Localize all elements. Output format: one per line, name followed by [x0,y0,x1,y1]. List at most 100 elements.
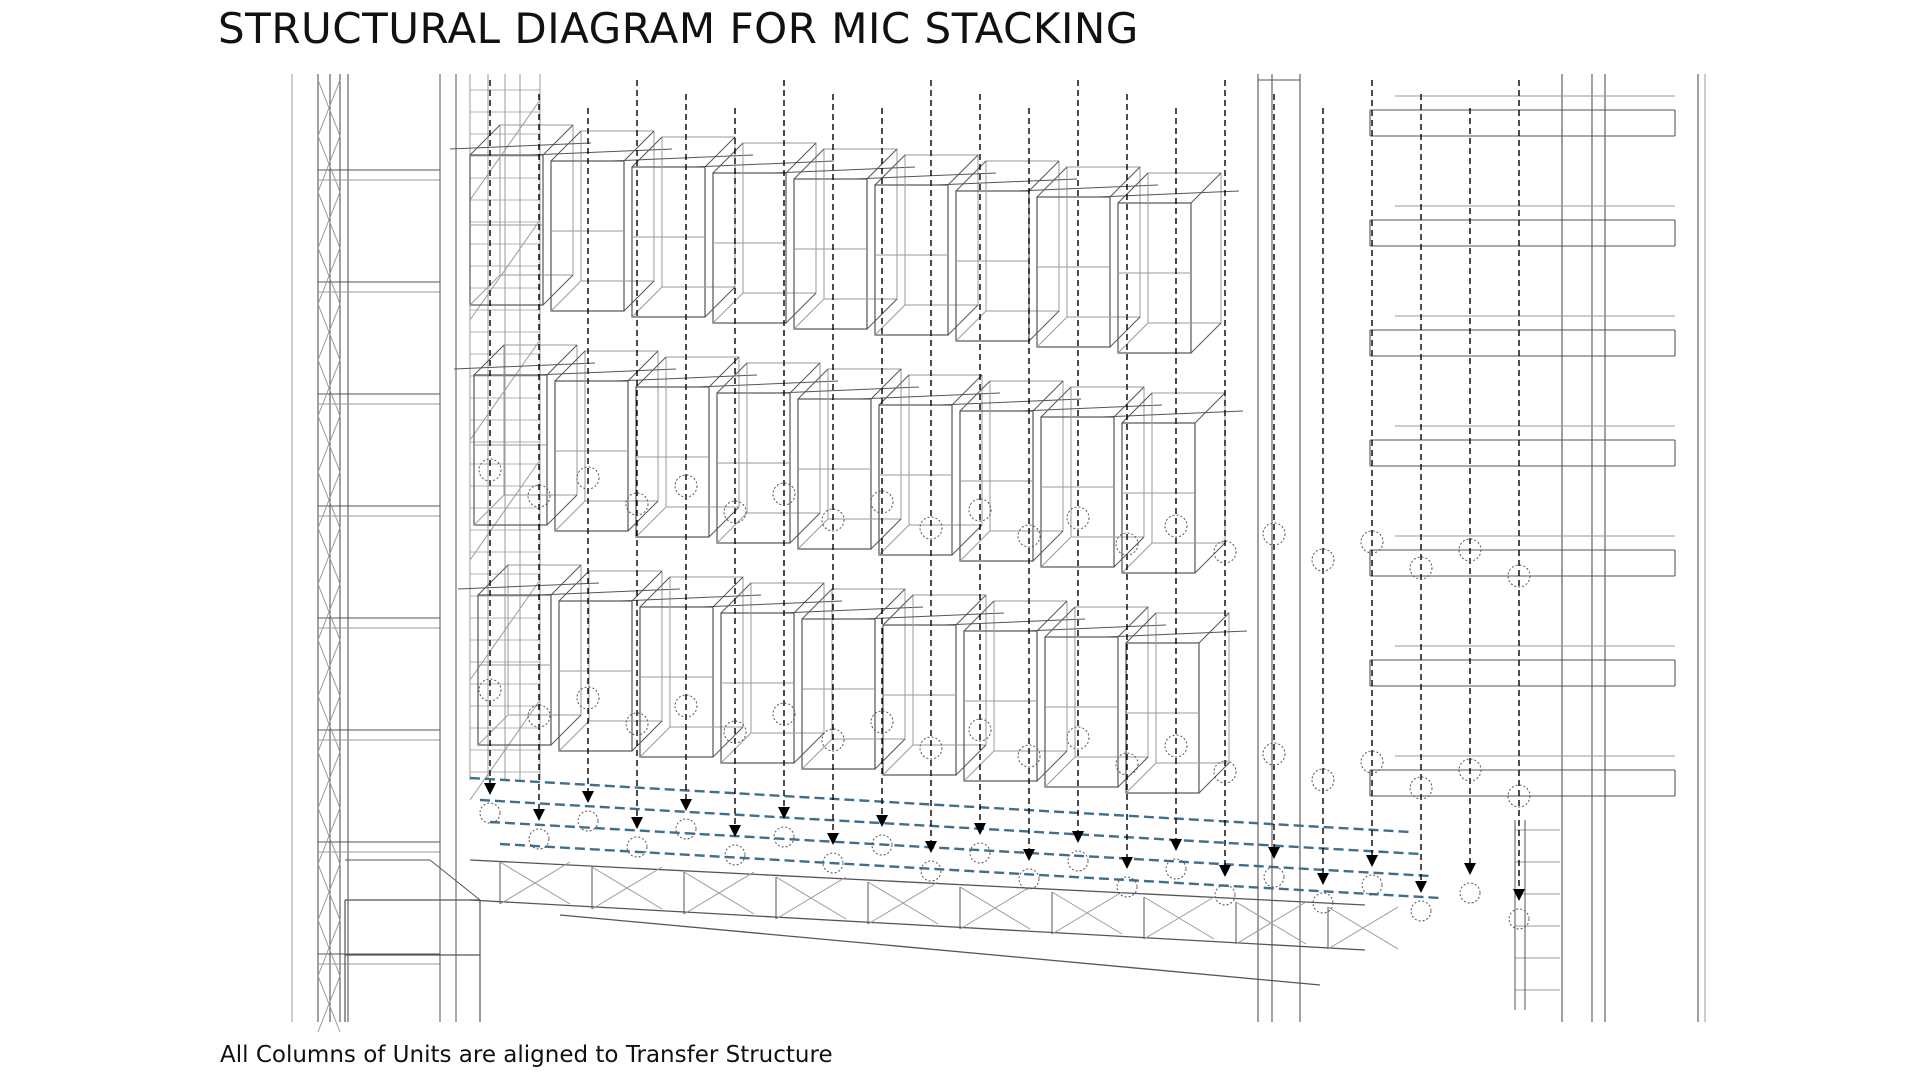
load-arrowhead [974,823,986,835]
truss-diagonal [867,881,939,925]
load-arrowhead [1513,889,1525,901]
column-joint [1213,540,1237,564]
mic-module [777,368,920,550]
truss-panel [867,881,939,925]
tower-brace [317,751,341,809]
module-depth-edge [1190,172,1222,204]
load-path [1317,108,1329,885]
mic-module [1105,612,1248,794]
tower-brace [317,191,341,249]
module-depth-edge [1036,316,1068,348]
module-depth-edge [546,494,578,526]
module-top-beam [700,600,843,608]
module-top-beam [1024,624,1167,632]
module-depth-edge [793,148,825,180]
load-arrowhead [1366,855,1378,867]
module-depth-edge [546,344,578,376]
module-depth-edge [720,732,752,764]
mic-module [939,380,1082,562]
column-joint [1164,734,1188,758]
module-depth-edge [639,576,671,608]
module-depth-edge [870,518,902,550]
module-depth-edge [1028,310,1060,342]
module-depth-edge [874,738,906,770]
tower-brace [317,695,341,753]
column-joint [527,484,551,508]
diagram-caption: All Columns of Units are aligned to Tran… [220,1042,833,1068]
module-depth-edge [947,154,979,186]
module-depth-edge [712,142,744,174]
load-arrowhead [484,783,496,795]
module-top-beam [619,594,762,602]
module-depth-edge [1032,530,1064,562]
module-depth-edge [878,524,910,556]
load-path [974,94,986,835]
module-back-frame [985,160,1060,312]
load-path [1072,80,1084,843]
column-joint [1507,784,1531,808]
module-front-frame [716,392,791,544]
load-path [1268,94,1280,859]
column-joint [821,508,845,532]
column-joint [1164,514,1188,538]
module-depth-edge [550,564,582,596]
load-path [1023,108,1035,861]
load-path [1415,94,1427,893]
module-depth-edge [797,518,829,550]
truss-panel [1143,896,1215,940]
load-arrowhead [1268,847,1280,859]
load-path [778,80,790,819]
module-depth-edge [793,298,825,330]
module-depth-edge [554,500,586,532]
module-back-frame [580,130,655,282]
module-depth-edge [789,362,821,394]
load-arrowhead [1317,873,1329,885]
module-depth-edge [1113,386,1145,418]
module-depth-edge [720,582,752,614]
truss-panel [1327,906,1399,950]
truss-diagonal [1143,896,1215,940]
load-arrowhead [1170,839,1182,851]
module-depth-edge [785,142,817,174]
module-depth-edge [870,368,902,400]
truss-diagonal [1235,901,1307,945]
transfer-joint [1410,900,1432,922]
load-path [1464,108,1476,875]
module-front-frame [793,178,868,330]
module-depth-edge [951,374,983,406]
mic-module [862,594,1005,776]
module-back-frame [989,380,1064,532]
load-arrowhead [1121,857,1133,869]
load-path [680,94,692,811]
module-back-frame [661,136,736,288]
module-depth-edge [1044,606,1076,638]
mic-module [1101,392,1244,574]
transfer-joint [871,834,893,856]
load-path [876,108,888,827]
module-back-frame [823,148,898,300]
column-joint [1409,556,1433,580]
truss-panel [959,886,1031,930]
transfer-joint [1459,882,1481,904]
module-front-frame [797,398,872,550]
mic-module [453,344,596,526]
module-depth-edge [635,356,667,388]
load-arrowhead [680,799,692,811]
transfer-joint [1165,858,1187,880]
transfer-truss-mid [469,899,1366,951]
module-front-frame [1125,642,1200,794]
transfer-joint [1116,876,1138,898]
module-back-frame [665,356,740,508]
module-depth-edge [627,500,659,532]
module-front-frame [1044,636,1119,788]
column-joint [723,500,747,524]
mic-module [696,362,839,544]
mic-module [858,374,1001,556]
mic-module [773,148,916,330]
module-depth-edge [542,124,574,156]
module-front-frame [955,190,1030,342]
module-front-frame [554,380,629,532]
transfer-beam [469,776,1411,834]
module-depth-edge [1028,160,1060,192]
column-joint [1360,750,1384,774]
